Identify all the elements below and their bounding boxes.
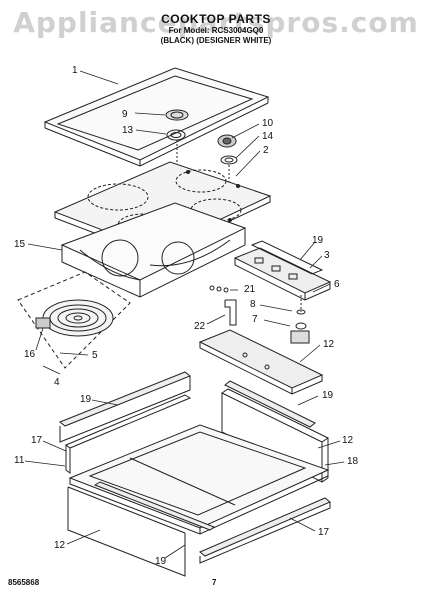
callout-9: 9: [122, 109, 128, 120]
switch-part: [290, 309, 310, 344]
callout-12-right: 12: [342, 435, 354, 446]
callout-8: 8: [250, 299, 256, 310]
callout-4: 4: [54, 377, 60, 388]
switch-knob: [217, 134, 238, 165]
callout-3: 3: [324, 250, 330, 261]
trim-left: [59, 371, 191, 443]
control-housing: [233, 240, 332, 301]
trim-bottom-right: [199, 497, 331, 564]
callout-11: 11: [14, 455, 25, 466]
callout-12-lower: 12: [54, 540, 66, 551]
page-number: 7: [212, 578, 217, 587]
bracket: [224, 299, 237, 326]
callout-19-right: 19: [322, 390, 334, 401]
footer-code: 8565868: [8, 578, 40, 587]
callout-2: 2: [263, 145, 269, 156]
callout-labels: 1 9 13 10 14 2 15 19 3 6 21 8 22 7 16 5 …: [14, 65, 359, 567]
callout-13: 13: [122, 125, 134, 136]
heating-element-group: [17, 271, 131, 369]
callout-6: 6: [334, 279, 340, 290]
trim-right: [224, 380, 316, 428]
callout-16: 16: [24, 349, 36, 360]
callout-19-lower: 19: [155, 556, 167, 567]
callout-5: 5: [92, 350, 98, 361]
callout-22: 22: [194, 321, 206, 332]
callout-17-right: 17: [318, 527, 330, 538]
callout-19-left: 19: [80, 394, 92, 405]
callout-15: 15: [14, 239, 26, 250]
callout-7: 7: [252, 314, 258, 325]
callout-18: 18: [347, 456, 359, 467]
callout-10: 10: [262, 118, 274, 129]
callout-1: 1: [72, 65, 78, 76]
burner-box: [60, 202, 247, 298]
seal-part: [165, 109, 189, 141]
callout-19-upper: 19: [312, 235, 324, 246]
callout-12-upper: 12: [323, 339, 335, 350]
cooktop-frame: [43, 67, 270, 167]
callout-17-left: 17: [31, 435, 43, 446]
page-title: COOKTOP PARTS: [161, 12, 271, 26]
model-line: For Model: RCS3004GQ0: [168, 26, 264, 35]
front-panel: [67, 486, 186, 577]
screw-parts: [209, 285, 229, 293]
watermark: Appliancepartspros.com: [13, 6, 419, 39]
cooktop-tray: [68, 424, 330, 535]
color-line: (BLACK) (DESIGNER WHITE): [160, 36, 272, 45]
control-panel: [198, 329, 324, 395]
trim-bottom-left: [93, 481, 216, 531]
callout-14: 14: [262, 131, 274, 142]
leader-lines: [24, 70, 345, 559]
side-trim-left: [65, 394, 192, 474]
callout-21: 21: [244, 284, 256, 295]
